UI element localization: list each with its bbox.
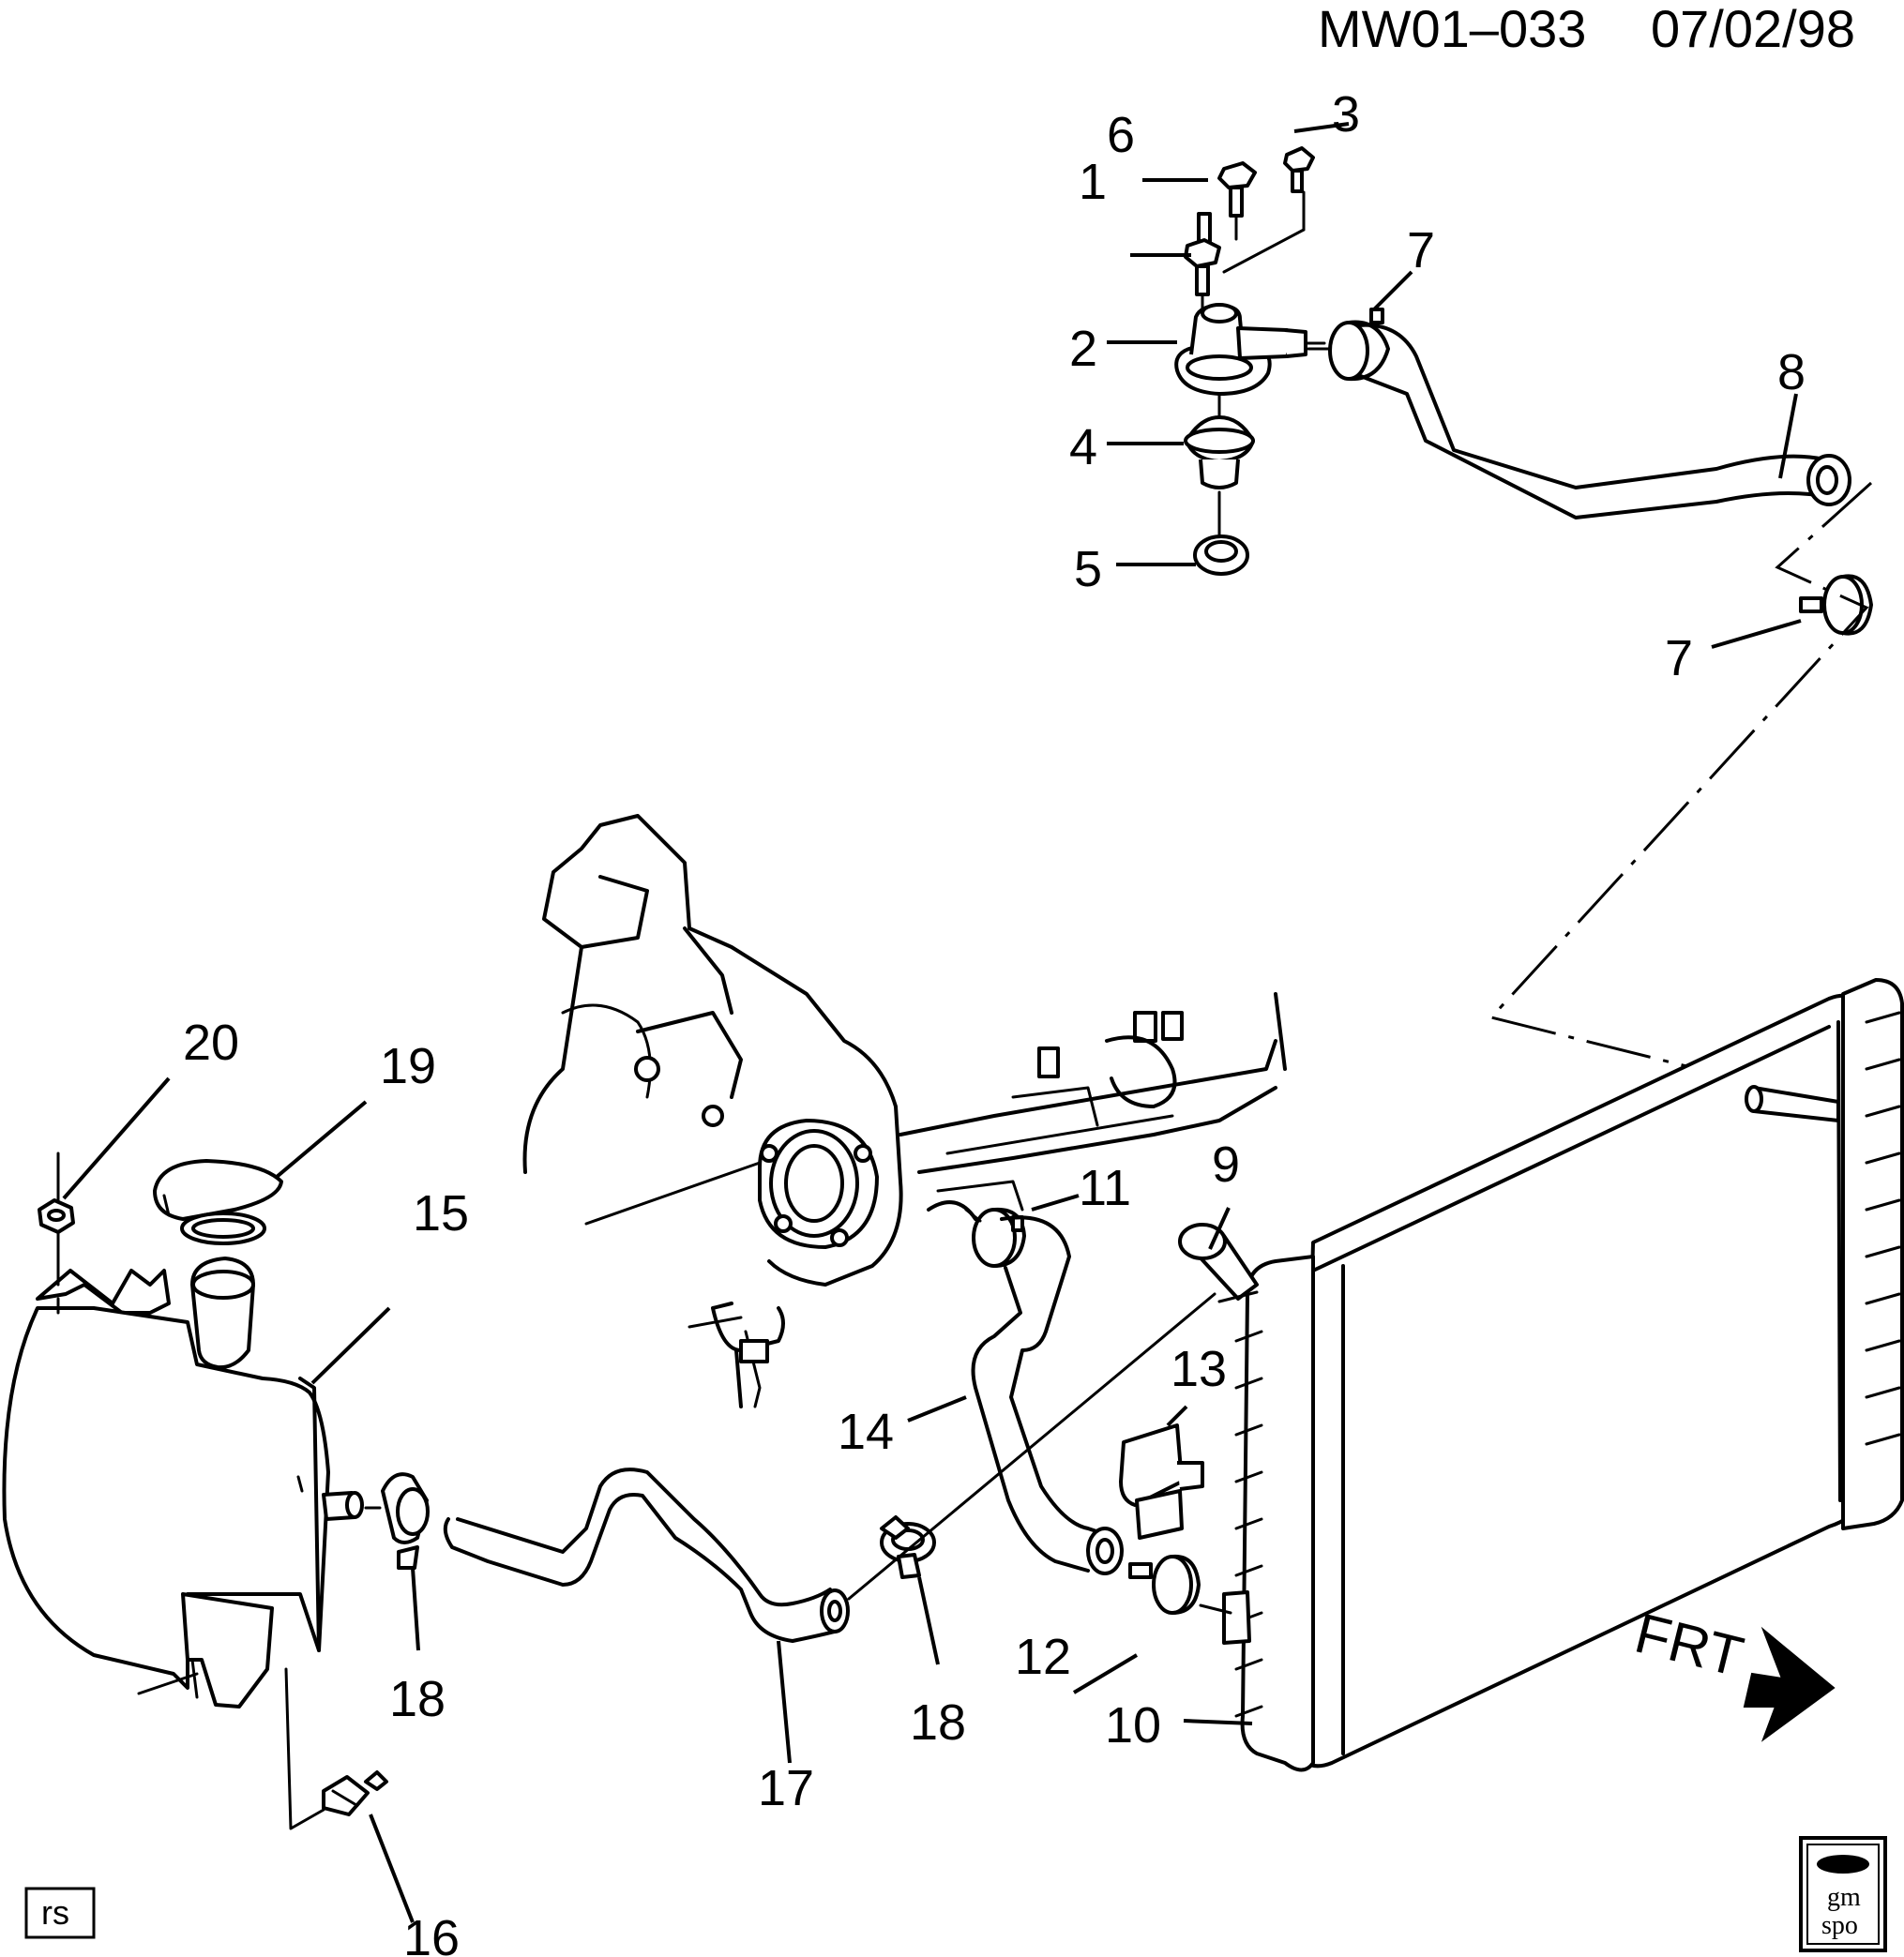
- routing-line-lower: [847, 1292, 1216, 1601]
- hose-clamp-18-right: [880, 1515, 936, 1579]
- frt-label: FRT: [1629, 1602, 1749, 1689]
- callout-1: 1: [1079, 154, 1107, 210]
- water-pump: [758, 1119, 879, 1249]
- thermostat-housing-2: [1174, 303, 1326, 396]
- hose-clamp-11: [972, 1207, 1026, 1268]
- callout-6: 6: [1107, 107, 1135, 163]
- radiator-right-tank-ribs: [1865, 1011, 1901, 1446]
- hose-clamp-12: [1128, 1554, 1201, 1615]
- thermostat-housing-assembly: [1174, 146, 1326, 576]
- corner-tag: rs: [24, 1887, 96, 1939]
- routing-line-upper: [1488, 481, 1873, 1085]
- drain-valve-9: [1178, 1223, 1259, 1301]
- bracket-13: [1119, 1423, 1204, 1540]
- radiator-10: [1222, 978, 1904, 1772]
- callout-11: 11: [1079, 1160, 1131, 1216]
- callout-18-right: 18: [910, 1694, 966, 1751]
- reservoir-cap-19: [153, 1159, 283, 1245]
- callout-4: 4: [1069, 419, 1097, 475]
- drawing-code: MW01–033: [1318, 0, 1586, 58]
- callout-5: 5: [1074, 541, 1102, 597]
- callout-7-lower: 7: [1665, 630, 1693, 686]
- callout-15: 15: [413, 1185, 469, 1242]
- radiator-hose-14: [971, 1215, 1124, 1575]
- gm-spo-logo: gm spo: [1799, 1836, 1887, 1952]
- callout-17: 17: [758, 1760, 814, 1816]
- engine-leader-b: [688, 1316, 743, 1329]
- reservoir-hose-17: [443, 1468, 850, 1643]
- nut-20: [38, 1198, 75, 1234]
- callout-12: 12: [1015, 1629, 1071, 1685]
- upper-radiator-hose-8: [1349, 323, 1851, 519]
- front-direction-indicator: FRT: [1629, 1602, 1836, 1742]
- callout-18-left: 18: [389, 1671, 446, 1727]
- callout-8: 8: [1777, 344, 1806, 400]
- push-pin-16: [322, 1770, 388, 1816]
- hose-clamp-7-lower: [1799, 574, 1873, 636]
- bolt-6: [1217, 161, 1257, 241]
- hose-clamp-7-upper: [1328, 308, 1390, 382]
- callout-3: 3: [1332, 86, 1360, 143]
- engine-block: [522, 814, 1287, 1408]
- callout-19: 19: [380, 1038, 436, 1094]
- callout-16: 16: [403, 1910, 460, 1957]
- callout-leaders: [62, 122, 1802, 1923]
- engine-leader-a: [584, 1161, 762, 1226]
- callout-14: 14: [838, 1404, 894, 1460]
- callout-10: 10: [1105, 1697, 1161, 1754]
- hose-clamp-18-left: [381, 1472, 430, 1570]
- callout-7-upper: 7: [1407, 222, 1435, 278]
- thermostat-4: [1184, 415, 1255, 489]
- callout-9: 9: [1212, 1137, 1240, 1193]
- callout-2: 2: [1069, 321, 1097, 377]
- logo-line-2: spo: [1821, 1911, 1858, 1940]
- corner-tag-text: rs: [41, 1893, 69, 1932]
- logo-line-1: gm: [1827, 1883, 1861, 1912]
- frt-arrow-icon: [1743, 1626, 1836, 1742]
- radiator-left-tank-ribs: [1234, 1330, 1263, 1718]
- coolant-reservoir-15: [2, 1257, 364, 1709]
- callout-13: 13: [1171, 1341, 1227, 1397]
- callout-numbers: 1 2 3 4 5 6 7 8 7 9 10 11 12 13 14 15 16…: [183, 86, 1806, 1957]
- callout-20: 20: [183, 1015, 239, 1071]
- seal-5: [1193, 534, 1249, 576]
- drawing-date: 07/02/98: [1651, 0, 1855, 58]
- bolt-3: [1222, 146, 1315, 274]
